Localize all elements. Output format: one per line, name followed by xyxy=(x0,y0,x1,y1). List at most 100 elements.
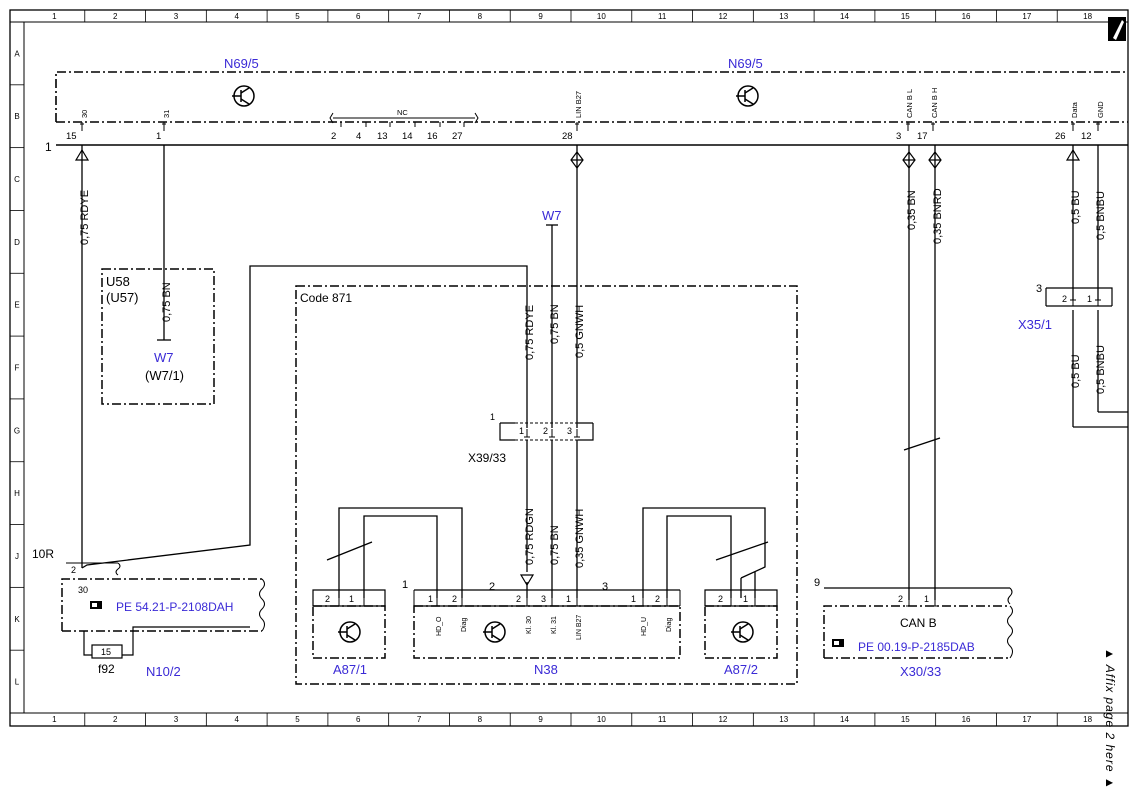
x39-pin: 3 xyxy=(567,426,572,436)
wire-label: 0,75 BN xyxy=(549,304,561,344)
wire-label: 0,75 RDGN xyxy=(524,508,536,565)
column-label: 3 xyxy=(174,715,179,724)
pin-label-gnd: GND xyxy=(1096,101,1105,118)
column-label: 5 xyxy=(295,715,300,724)
wire-label: 0,5 BU xyxy=(1070,190,1082,224)
n38-label: N38 xyxy=(534,662,558,677)
x30-33-label: X30/33 xyxy=(900,664,941,679)
nc-bracket xyxy=(329,112,479,124)
fuse-value: 15 xyxy=(101,647,111,657)
row-label: D xyxy=(14,238,20,247)
pin-label-canbl: CAN B L xyxy=(905,89,914,118)
n38-pin-label: Diag xyxy=(666,617,673,632)
n38-pin-label: LIN B27 xyxy=(576,615,583,640)
a87-1-pin: 1 xyxy=(349,594,354,604)
pin-num: 1 xyxy=(156,131,161,142)
row-label: G xyxy=(14,426,20,435)
column-label: 9 xyxy=(538,715,543,724)
column-label: 14 xyxy=(840,12,849,21)
x30-33-block: 9 2 1 CAN B PE 00.19-P-2185DAB X30/33 xyxy=(814,577,1013,679)
x35-pin: 1 xyxy=(1087,294,1092,304)
row-label: K xyxy=(14,615,20,624)
n38-pin-label: Kl. 31 xyxy=(551,616,558,634)
column-label: 1 xyxy=(52,12,57,21)
x39-pin: 2 xyxy=(543,426,548,436)
transistor-icon xyxy=(736,85,759,107)
column-label: 16 xyxy=(962,715,971,724)
pin-num: 28 xyxy=(562,131,573,142)
wire-label: 0,35 BN xyxy=(906,190,918,230)
column-label: 13 xyxy=(779,12,788,21)
column-label: 11 xyxy=(658,12,667,21)
column-label: 18 xyxy=(1083,12,1092,21)
pin-stubs xyxy=(80,122,1100,131)
wire-label: 0,75 BN xyxy=(549,525,561,565)
wire-label: 0,5 BU xyxy=(1070,354,1082,388)
pin-num: 27 xyxy=(452,131,463,142)
n38-pin: 1 xyxy=(428,594,433,604)
can-b-label: CAN B xyxy=(900,616,937,630)
a87-2-label: A87/2 xyxy=(724,662,758,677)
wire-label: 0,35 GNWH xyxy=(574,509,586,568)
n69-5-label-left: N69/5 xyxy=(224,56,259,71)
n10-2-ref: PE 54.21-P-2108DAH xyxy=(116,600,233,614)
wire-label: 0,35 BNRD xyxy=(932,188,944,244)
row-label: C xyxy=(14,175,20,184)
f92-label: f92 xyxy=(98,662,115,676)
row-label: L xyxy=(15,678,20,687)
w7-label-center: W7 xyxy=(542,208,562,223)
x35-1-block: 3 2 1 X35/1 xyxy=(1018,283,1113,332)
pin-num: 4 xyxy=(356,131,361,142)
column-label: 4 xyxy=(234,12,239,21)
pin-num: 14 xyxy=(402,131,413,142)
column-label: 4 xyxy=(234,715,239,724)
column-label: 6 xyxy=(356,715,361,724)
x30-pin: 2 xyxy=(898,594,903,604)
connector-symbols xyxy=(74,148,1081,587)
column-label: 7 xyxy=(417,12,422,21)
n10-pin: 2 xyxy=(71,565,76,575)
column-label: 12 xyxy=(718,12,727,21)
wire-label: 0,5 GNWH xyxy=(574,305,586,358)
n38-pin: 1 xyxy=(631,594,636,604)
n10-2-block: 10R 2 30 PE 54.21-P-2108DAH 15 f92 N10/2 xyxy=(32,547,265,679)
pin-num: 12 xyxy=(1081,131,1092,142)
a87-2-block: 2 1 A87/2 xyxy=(704,589,778,677)
x39-pin: 1 xyxy=(519,426,524,436)
pin-label-30: 30 xyxy=(80,110,89,118)
n38-pin: 2 xyxy=(452,594,457,604)
row-label: H xyxy=(14,489,20,498)
wire-label: 0,5 BNBU xyxy=(1095,191,1107,240)
row-label: E xyxy=(14,301,19,310)
bus-label: 1 xyxy=(45,140,52,154)
pin-label-canbh: CAN B H xyxy=(930,88,939,118)
column-label: 2 xyxy=(113,715,118,724)
n38-pin-label: HD_U xyxy=(641,617,648,636)
pin-label-31: 31 xyxy=(162,110,171,118)
x39-pin: 1 xyxy=(490,412,495,422)
n38-group: 2 xyxy=(489,581,495,593)
column-label: 15 xyxy=(901,12,910,21)
code871-box xyxy=(295,285,798,685)
wire-label: 0,75 BN xyxy=(161,282,173,322)
x30-33-ref: PE 00.19-P-2185DAB xyxy=(858,640,975,654)
n69-5-label-right: N69/5 xyxy=(728,56,763,71)
column-label: 10 xyxy=(597,12,606,21)
pin-num: 2 xyxy=(331,131,336,142)
ten-r-label: 10R xyxy=(32,547,54,561)
a87-1-pin: 2 xyxy=(325,594,330,604)
x30-pin: 1 xyxy=(924,594,929,604)
a87-1-block: 2 1 A87/1 xyxy=(312,589,386,677)
n38-block: 1 2 3 1 2 2 3 1 1 2 HD_O Diag Kl. 30 Kl.… xyxy=(402,579,681,677)
pin-label-data: Data xyxy=(1070,101,1079,118)
n38-pin-label: Kl. 30 xyxy=(526,616,533,634)
column-label: 18 xyxy=(1083,715,1092,724)
n38-pin: 2 xyxy=(516,594,521,604)
wire-label: 0,5 BNBU xyxy=(1095,345,1107,394)
column-label: 17 xyxy=(1022,715,1031,724)
n69-5-box xyxy=(55,71,1128,123)
